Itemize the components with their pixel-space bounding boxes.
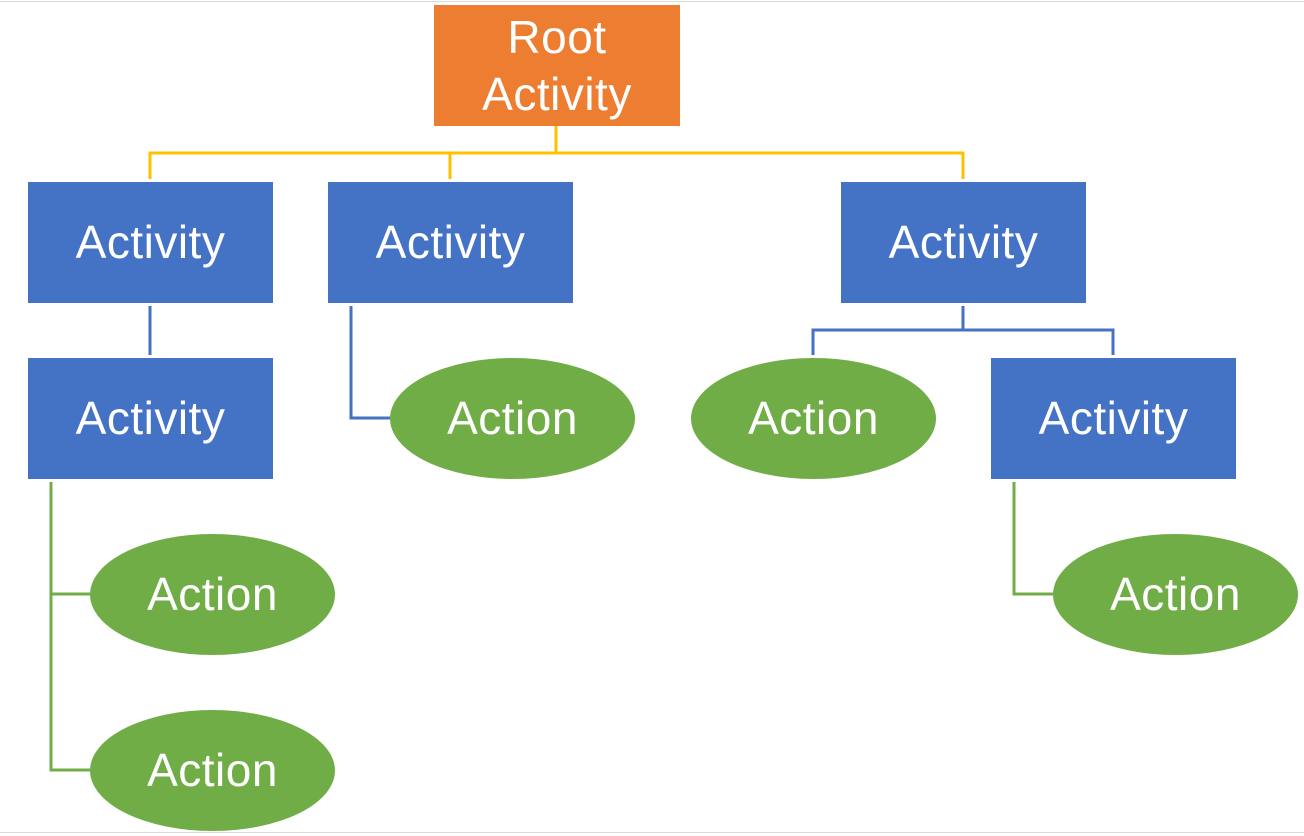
activity-label: Activity (888, 216, 1039, 268)
action-node-1: Action (390, 358, 635, 479)
action-node-4: Action (90, 710, 335, 831)
activity-node-2: Activity (328, 182, 573, 303)
action-node-5: Action (1053, 534, 1298, 655)
activity-label: Activity (75, 392, 226, 444)
connector-activity-4-to-action-4 (49, 482, 90, 772)
frame-bottom-border (0, 832, 1304, 833)
connector-activity-2-to-action-1 (349, 306, 390, 420)
root-activity-label: Root Activity (482, 10, 632, 120)
frame-top-border (0, 1, 1304, 2)
action-label: Action (447, 392, 578, 444)
activity-label: Activity (375, 216, 526, 268)
action-node-3: Action (90, 534, 335, 655)
activity-node-5: Activity (991, 358, 1236, 479)
activity-node-1: Activity (28, 182, 273, 303)
activity-label: Activity (1038, 392, 1189, 444)
connector-activity-3-branch (811, 328, 1115, 355)
activity-node-4: Activity (28, 358, 273, 479)
action-node-2: Action (691, 358, 936, 479)
connector-activity-5-to-action-5 (1012, 482, 1053, 596)
action-label: Action (147, 744, 278, 796)
action-label: Action (147, 568, 278, 620)
activity-label: Activity (75, 216, 226, 268)
connector-root-branch (148, 151, 965, 179)
action-label: Action (1110, 568, 1241, 620)
root-activity-node: Root Activity (434, 5, 680, 126)
activity-node-3: Activity (841, 182, 1086, 303)
action-label: Action (748, 392, 879, 444)
